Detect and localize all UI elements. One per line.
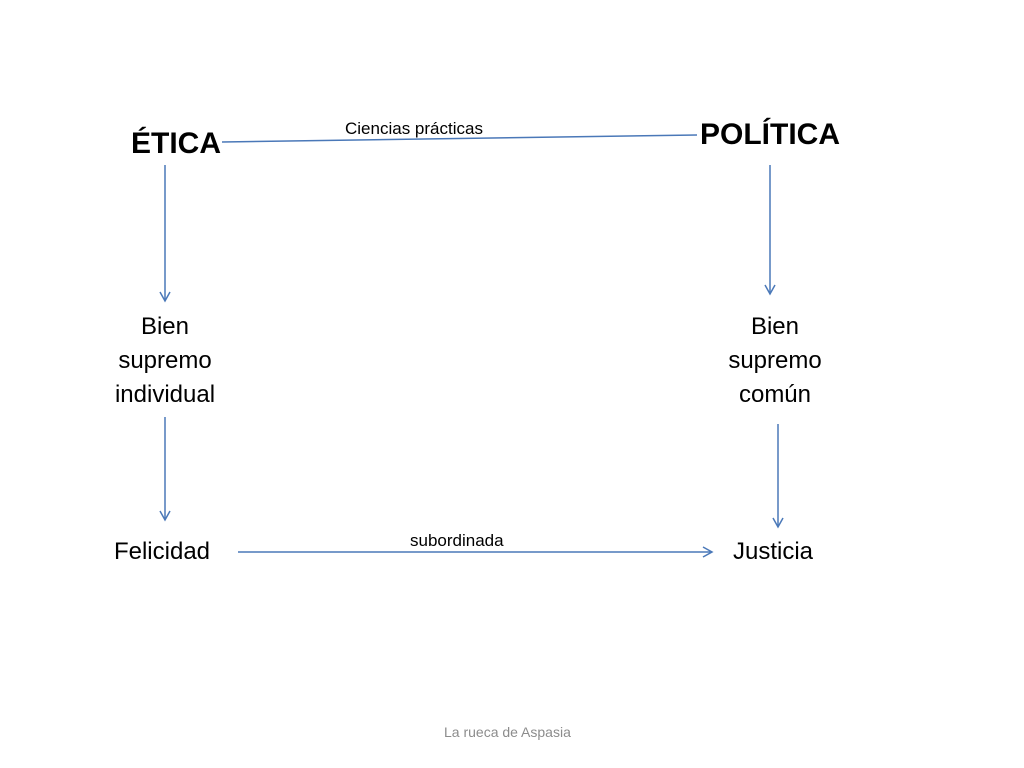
node-bien-supremo-comun-line-1: Bien	[750, 313, 800, 340]
footer-credit: La rueca de Aspasia	[444, 724, 571, 740]
node-bien-supremo-comun-line-2: supremo	[728, 347, 822, 374]
node-politica: POLÍTICA	[700, 118, 840, 151]
edge-label-ciencias-practicas: Ciencias prácticas	[345, 119, 483, 138]
node-felicidad: Felicidad	[113, 538, 211, 565]
node-bien-supremo-individual: Bien supremo individual	[95, 310, 235, 412]
connector-etica-politica	[221, 134, 698, 143]
node-bien-supremo-individual-line-3: individual	[114, 381, 216, 408]
edge-label-subordinada: subordinada	[410, 531, 504, 550]
node-bien-supremo-individual-line-1: Bien	[140, 313, 190, 340]
node-bien-supremo-comun: Bien supremo común	[705, 310, 845, 412]
node-etica: ÉTICA	[131, 127, 221, 160]
node-bien-supremo-comun-line-3: común	[738, 381, 812, 408]
node-justicia: Justicia	[732, 538, 814, 565]
node-bien-supremo-individual-line-2: supremo	[118, 347, 212, 374]
